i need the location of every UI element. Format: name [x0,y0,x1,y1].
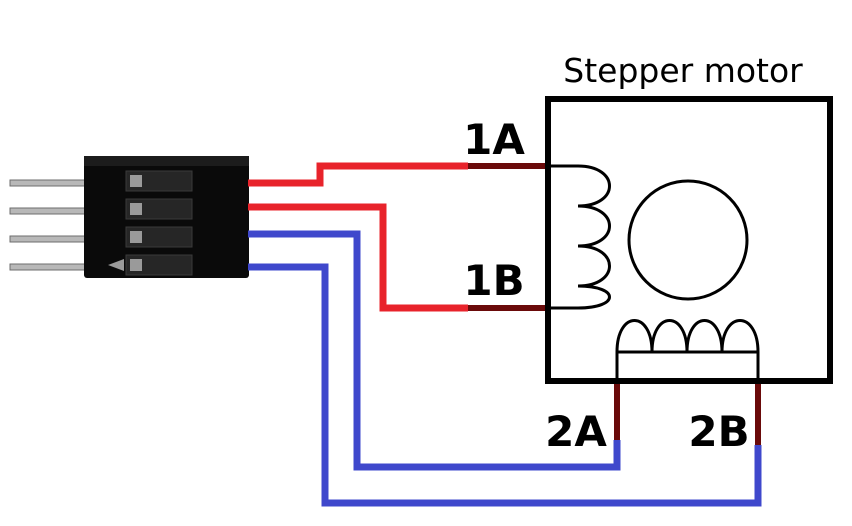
pin-label-2a: 2A [545,407,607,456]
rotor-circle [627,179,749,301]
wire-2a [248,230,621,471]
motor-leads [468,163,761,445]
wire-1a [248,162,468,187]
connector-contacts [130,175,142,271]
coil-1 [547,164,611,310]
connector-pin-1 [9,179,89,187]
pin-header-connector [84,156,249,278]
connector-pin-2 [9,207,89,215]
connector-pin-3 [9,235,89,243]
connector-collar [84,156,249,166]
connector-slots [125,170,193,276]
coil2-wires [248,230,762,507]
pin1-marker-triangle [108,259,124,271]
coil1-wires [248,162,468,312]
connector-pins [9,179,89,271]
coil-2 [615,319,760,380]
motor-title: Stepper motor [563,51,803,90]
wire-2b [248,263,762,507]
wire-1b [248,203,468,312]
pin-label-1b: 1B [463,256,524,305]
connector-pin-4 [9,263,89,271]
pin-label-2b: 2B [688,407,749,456]
pin-label-1a: 1A [463,115,525,164]
